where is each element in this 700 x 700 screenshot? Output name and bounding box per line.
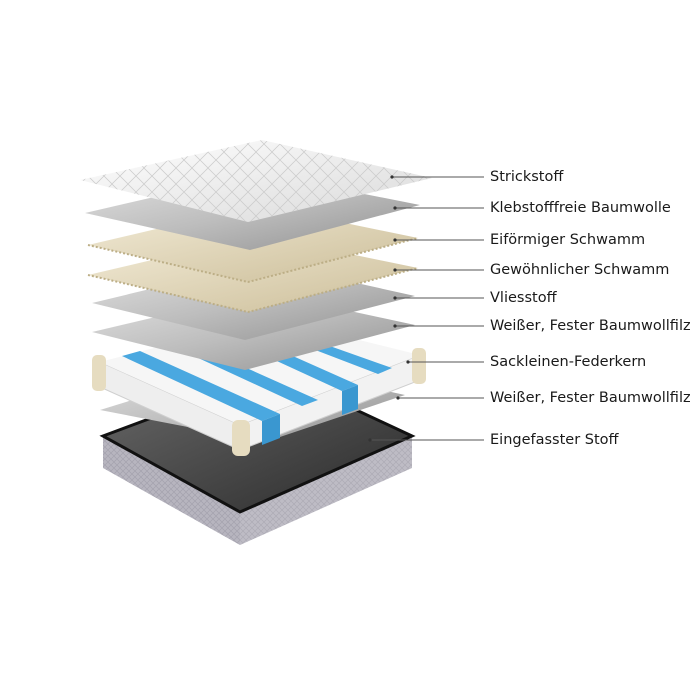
label-regular-foam: Gewöhnlicher Schwamm bbox=[490, 262, 670, 278]
label-white-felt-bottom: Weißer, Fester Baumwollfilz bbox=[490, 390, 691, 406]
label-knit: Strickstoff bbox=[490, 169, 564, 185]
regular-foam-edge bbox=[87, 267, 419, 314]
leader-dot-white-felt-bottom bbox=[396, 396, 400, 400]
leader-dot-glue-free-cotton bbox=[393, 206, 397, 210]
label-glue-free-cotton: Klebstofffreie Baumwolle bbox=[490, 200, 671, 216]
spring-corner-post-front bbox=[232, 420, 250, 456]
spring-corner-post-right bbox=[412, 348, 426, 384]
leader-dot-white-felt-top bbox=[393, 324, 397, 328]
leader-dot-egg-foam bbox=[393, 238, 397, 242]
leader-dot-pocket-springs bbox=[406, 360, 410, 364]
leader-dot-knit bbox=[390, 175, 394, 179]
leader-dot-regular-foam bbox=[393, 268, 397, 272]
base-side-left bbox=[103, 436, 240, 545]
leader-dots bbox=[368, 175, 410, 442]
spring-blue-band-1 bbox=[122, 351, 280, 421]
label-white-felt-top: Weißer, Fester Baumwollfilz bbox=[490, 318, 691, 334]
leader-lines bbox=[370, 176, 484, 441]
label-base-fabric: Eingefasster Stoff bbox=[490, 432, 619, 448]
leader-dot-base-fabric bbox=[368, 438, 372, 442]
leader-dot-fleece bbox=[393, 296, 397, 300]
spring-blue-side-1 bbox=[262, 414, 280, 445]
knit-fabric-quilting bbox=[80, 140, 432, 222]
label-pocket-springs: Sackleinen-Federkern bbox=[490, 354, 647, 370]
label-fleece: Vliesstoff bbox=[490, 290, 557, 306]
base-side-right bbox=[240, 436, 412, 545]
spring-corner-post-left bbox=[92, 355, 106, 391]
egg-foam-edge bbox=[87, 237, 419, 284]
layer-knit-fabric bbox=[80, 140, 432, 222]
spring-blue-side-2 bbox=[342, 385, 358, 415]
label-egg-foam: Eiförmiger Schwamm bbox=[490, 232, 646, 248]
